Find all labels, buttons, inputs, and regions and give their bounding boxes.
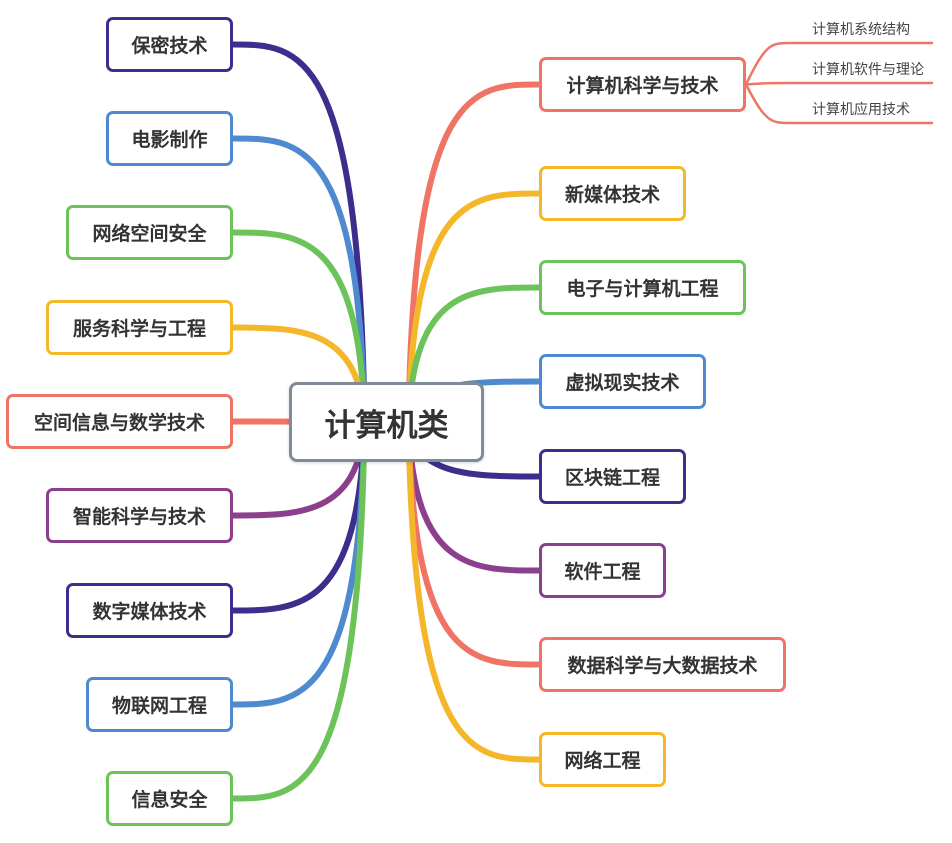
- connector-line: [405, 190, 542, 425]
- connector-line: [405, 419, 542, 763]
- branch-label: 电子与计算机工程: [566, 278, 719, 300]
- sub-topic-label: 计算机软件与理论: [812, 62, 924, 78]
- branch-label: 网络空间安全: [92, 223, 207, 245]
- sub-connector-line: [744, 81, 934, 86]
- branch-label: 服务科学与工程: [72, 318, 206, 340]
- central-topic-label: 计算机类: [324, 407, 449, 444]
- branch-node-wangluo-kongjian-anquan[interactable]: 网络空间安全: [66, 205, 233, 260]
- branch-node-zhineng-kexue[interactable]: 智能科学与技术: [46, 488, 233, 543]
- branch-node-qukuailian[interactable]: 区块链工程: [539, 449, 686, 504]
- branch-node-wangluo-gongcheng[interactable]: 网络工程: [539, 732, 666, 787]
- branch-label: 网络工程: [564, 750, 641, 772]
- sub-topic-ruanjian-lilun[interactable]: 计算机软件与理论: [812, 59, 924, 79]
- branch-node-baomi[interactable]: 保密技术: [106, 17, 233, 72]
- sub-connector-line: [744, 83, 934, 125]
- connector-line: [230, 419, 368, 802]
- branch-node-ruanjian[interactable]: 软件工程: [539, 543, 666, 598]
- connector-line: [230, 41, 368, 425]
- branch-node-fuwu-kexue[interactable]: 服务科学与工程: [46, 300, 233, 355]
- branch-label: 物联网工程: [111, 695, 207, 717]
- branch-label: 智能科学与技术: [72, 506, 206, 528]
- sub-topic-yingyong-jishu[interactable]: 计算机应用技术: [812, 99, 910, 119]
- branch-node-wulianwang[interactable]: 物联网工程: [86, 677, 233, 732]
- branch-label: 数据科学与大数据技术: [567, 655, 758, 677]
- branch-label: 电影制作: [131, 129, 208, 151]
- connector-line: [230, 135, 368, 425]
- connector-line: [230, 229, 368, 425]
- branch-node-jisuanji-kexue[interactable]: 计算机科学与技术: [539, 57, 746, 112]
- branch-node-dianzi-jisuanji[interactable]: 电子与计算机工程: [539, 260, 746, 315]
- branch-label: 数字媒体技术: [92, 601, 207, 623]
- branch-label: 信息安全: [131, 789, 208, 811]
- branch-label: 新媒体技术: [564, 184, 660, 206]
- connector-line: [405, 81, 542, 425]
- branch-node-shuju-kexue[interactable]: 数据科学与大数据技术: [539, 637, 786, 692]
- branch-label: 计算机科学与技术: [566, 75, 719, 97]
- sub-connector-line: [744, 41, 934, 86]
- branch-node-xinxi-anquan[interactable]: 信息安全: [106, 771, 233, 826]
- sub-topic-xitong-jiegou[interactable]: 计算机系统结构: [812, 19, 910, 39]
- branch-node-xuni-xianshi[interactable]: 虚拟现实技术: [539, 354, 706, 409]
- connector-line: [405, 284, 542, 425]
- branch-label: 保密技术: [131, 35, 208, 57]
- branch-label: 区块链工程: [564, 467, 660, 489]
- sub-topic-label: 计算机系统结构: [812, 22, 910, 38]
- branch-node-xinmeiti[interactable]: 新媒体技术: [539, 166, 686, 221]
- branch-node-shuzi-meiti[interactable]: 数字媒体技术: [66, 583, 233, 638]
- central-topic[interactable]: 计算机类: [289, 382, 484, 462]
- branch-node-kongjian-xinxi[interactable]: 空间信息与数学技术: [6, 394, 233, 449]
- sub-topic-label: 计算机应用技术: [812, 102, 910, 118]
- branch-label: 软件工程: [564, 561, 641, 583]
- branch-node-dianying[interactable]: 电影制作: [106, 111, 233, 166]
- branch-label: 虚拟现实技术: [565, 372, 680, 394]
- branch-label: 空间信息与数学技术: [33, 412, 205, 434]
